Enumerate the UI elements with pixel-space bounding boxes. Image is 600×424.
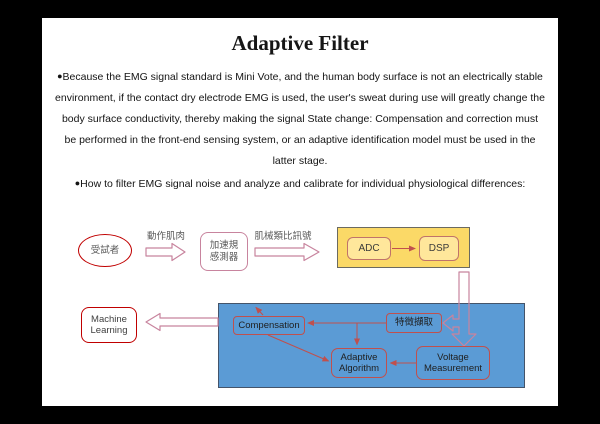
feature-extraction-label: 特徵擷取 [394,317,433,329]
adc-label: ADC [358,242,380,254]
bullet-paragraph-1: ●Because the EMG signal standard is Mini… [55,66,545,172]
bullet-paragraph-2: ●How to filter EMG signal noise and anal… [55,173,545,195]
adc-node: ADC [347,237,391,260]
adaptive-algorithm-node: Adaptive Algorithm [331,348,387,378]
bullet-icon: ● [57,71,63,81]
voltage-label-line2: Measurement [423,363,483,374]
adaptive-label-line1: Adaptive [340,351,378,363]
muscle-action-label: 動作肌肉 [146,231,185,242]
machine-learning-node: Machine Learning [81,307,137,343]
bullet-1-text: Because the EMG signal standard is Mini … [55,71,545,167]
arrow-sensor-to-adc [254,242,320,262]
feature-extraction-node: 特徵擷取 [386,313,442,333]
voltage-measurement-node: Voltage Measurement [416,346,490,380]
arrow-subject-to-sensor [145,242,186,262]
bullet-2-text: How to filter EMG signal noise and analy… [80,178,526,190]
voltage-label-line1: Voltage [437,351,469,363]
compensation-label: Compensation [238,319,300,331]
compensation-node: Compensation [233,316,305,335]
slide-title: Adaptive Filter [231,31,369,55]
analog-signal-label: 肌械類比訊號 [254,231,312,242]
accelerometer-sensor-node: 加速規 感測器 [200,232,248,271]
bullet-icon: ● [74,178,81,188]
sensor-label-line2: 感測器 [209,251,239,263]
adaptive-label-line2: Algorithm [338,363,380,374]
dsp-node: DSP [419,236,459,261]
subject-node: 受試者 [78,234,132,267]
slide: Adaptive Filter ●Because the EMG signal … [42,18,558,406]
arrow-bluebox-to-ml [145,312,219,332]
subject-label: 受試者 [90,244,120,256]
dsp-label: DSP [428,242,450,254]
flow-diagram: 受試者 動作肌肉 加速規 感測器 肌械類比訊號 ADC DSP Compensa… [42,18,558,406]
sensor-label-line1: 加速規 [209,240,239,251]
ml-label-line2: Learning [90,325,128,336]
ml-label-line1: Machine [91,313,127,325]
